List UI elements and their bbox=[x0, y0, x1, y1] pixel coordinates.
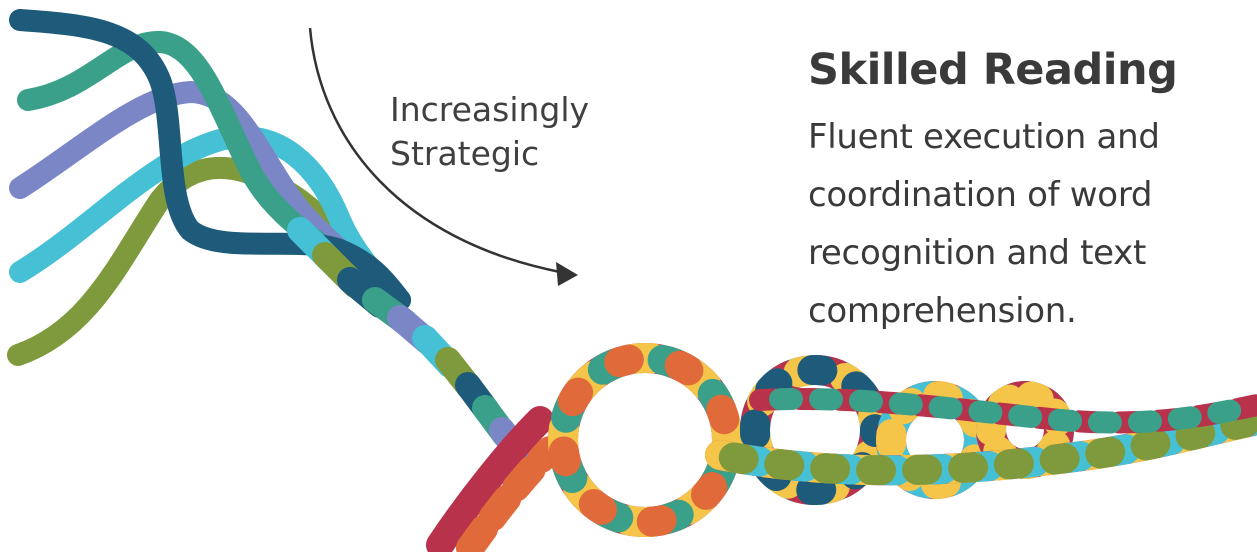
arrow-label-line-1: Increasingly bbox=[390, 90, 590, 129]
skilled-reading-description: Fluent execution and coordination of wor… bbox=[808, 108, 1253, 340]
arrow-curve bbox=[308, 27, 561, 274]
loose-strands bbox=[7, 9, 411, 366]
braid-lower-red bbox=[426, 406, 554, 552]
tight-braid-olive bbox=[705, 405, 1257, 486]
strand-navy bbox=[9, 9, 411, 311]
tight-braid bbox=[705, 388, 1257, 486]
rainbow-braid-loops bbox=[548, 343, 1074, 537]
braid-loop-1-orange bbox=[548, 343, 742, 537]
description-line-2: coordination of word bbox=[808, 175, 1153, 215]
skilled-reading-title: Skilled Reading bbox=[808, 45, 1178, 95]
description-line-3: recognition and text bbox=[808, 233, 1147, 273]
description-line-1: Fluent execution and bbox=[808, 117, 1160, 157]
description-line-4: comprehension. bbox=[808, 291, 1077, 331]
braid-lower-orange bbox=[456, 436, 564, 552]
braid-loop-2-navy bbox=[740, 355, 890, 505]
arrow-label: Increasingly Strategic bbox=[390, 88, 589, 176]
skilled-reading-block: Skilled Reading Fluent execution and coo… bbox=[808, 40, 1253, 340]
arrow-head-icon bbox=[556, 262, 578, 286]
twisted-rope bbox=[287, 217, 533, 468]
strategic-arrow bbox=[308, 27, 578, 286]
tight-braid-upper-teal bbox=[749, 388, 1257, 434]
arrow-label-line-2: Strategic bbox=[390, 134, 540, 173]
lower-braid-strand bbox=[426, 406, 564, 552]
